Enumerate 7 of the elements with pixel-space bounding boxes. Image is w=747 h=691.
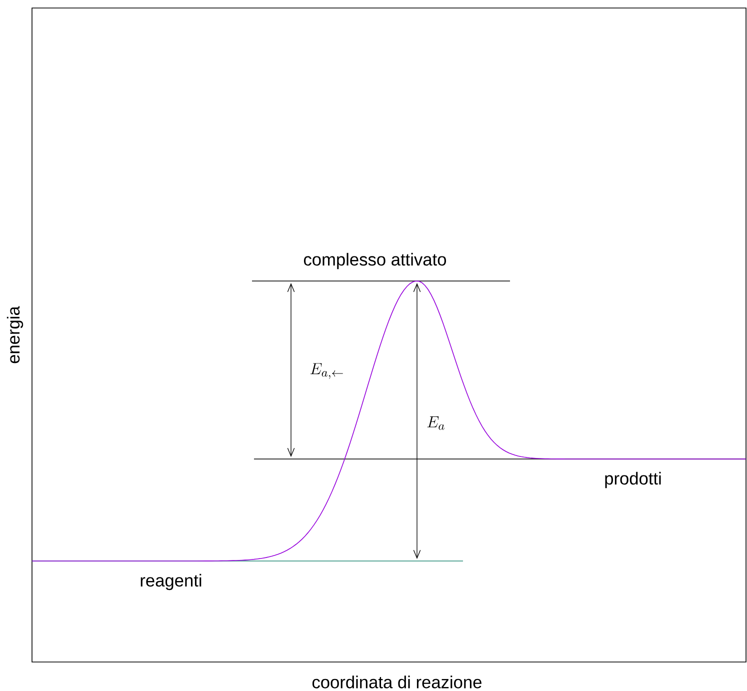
level-label: prodotti <box>605 472 661 488</box>
axis-label: coordinata di reazione <box>312 676 482 688</box>
level-label: reagenti <box>140 574 202 590</box>
formula-label: $E_a$ <box>427 416 444 430</box>
axis-label: energia <box>6 306 24 364</box>
formula-label: $E_{a,\leftarrow}$ <box>310 363 343 379</box>
level-label: complesso attivato <box>304 252 446 270</box>
